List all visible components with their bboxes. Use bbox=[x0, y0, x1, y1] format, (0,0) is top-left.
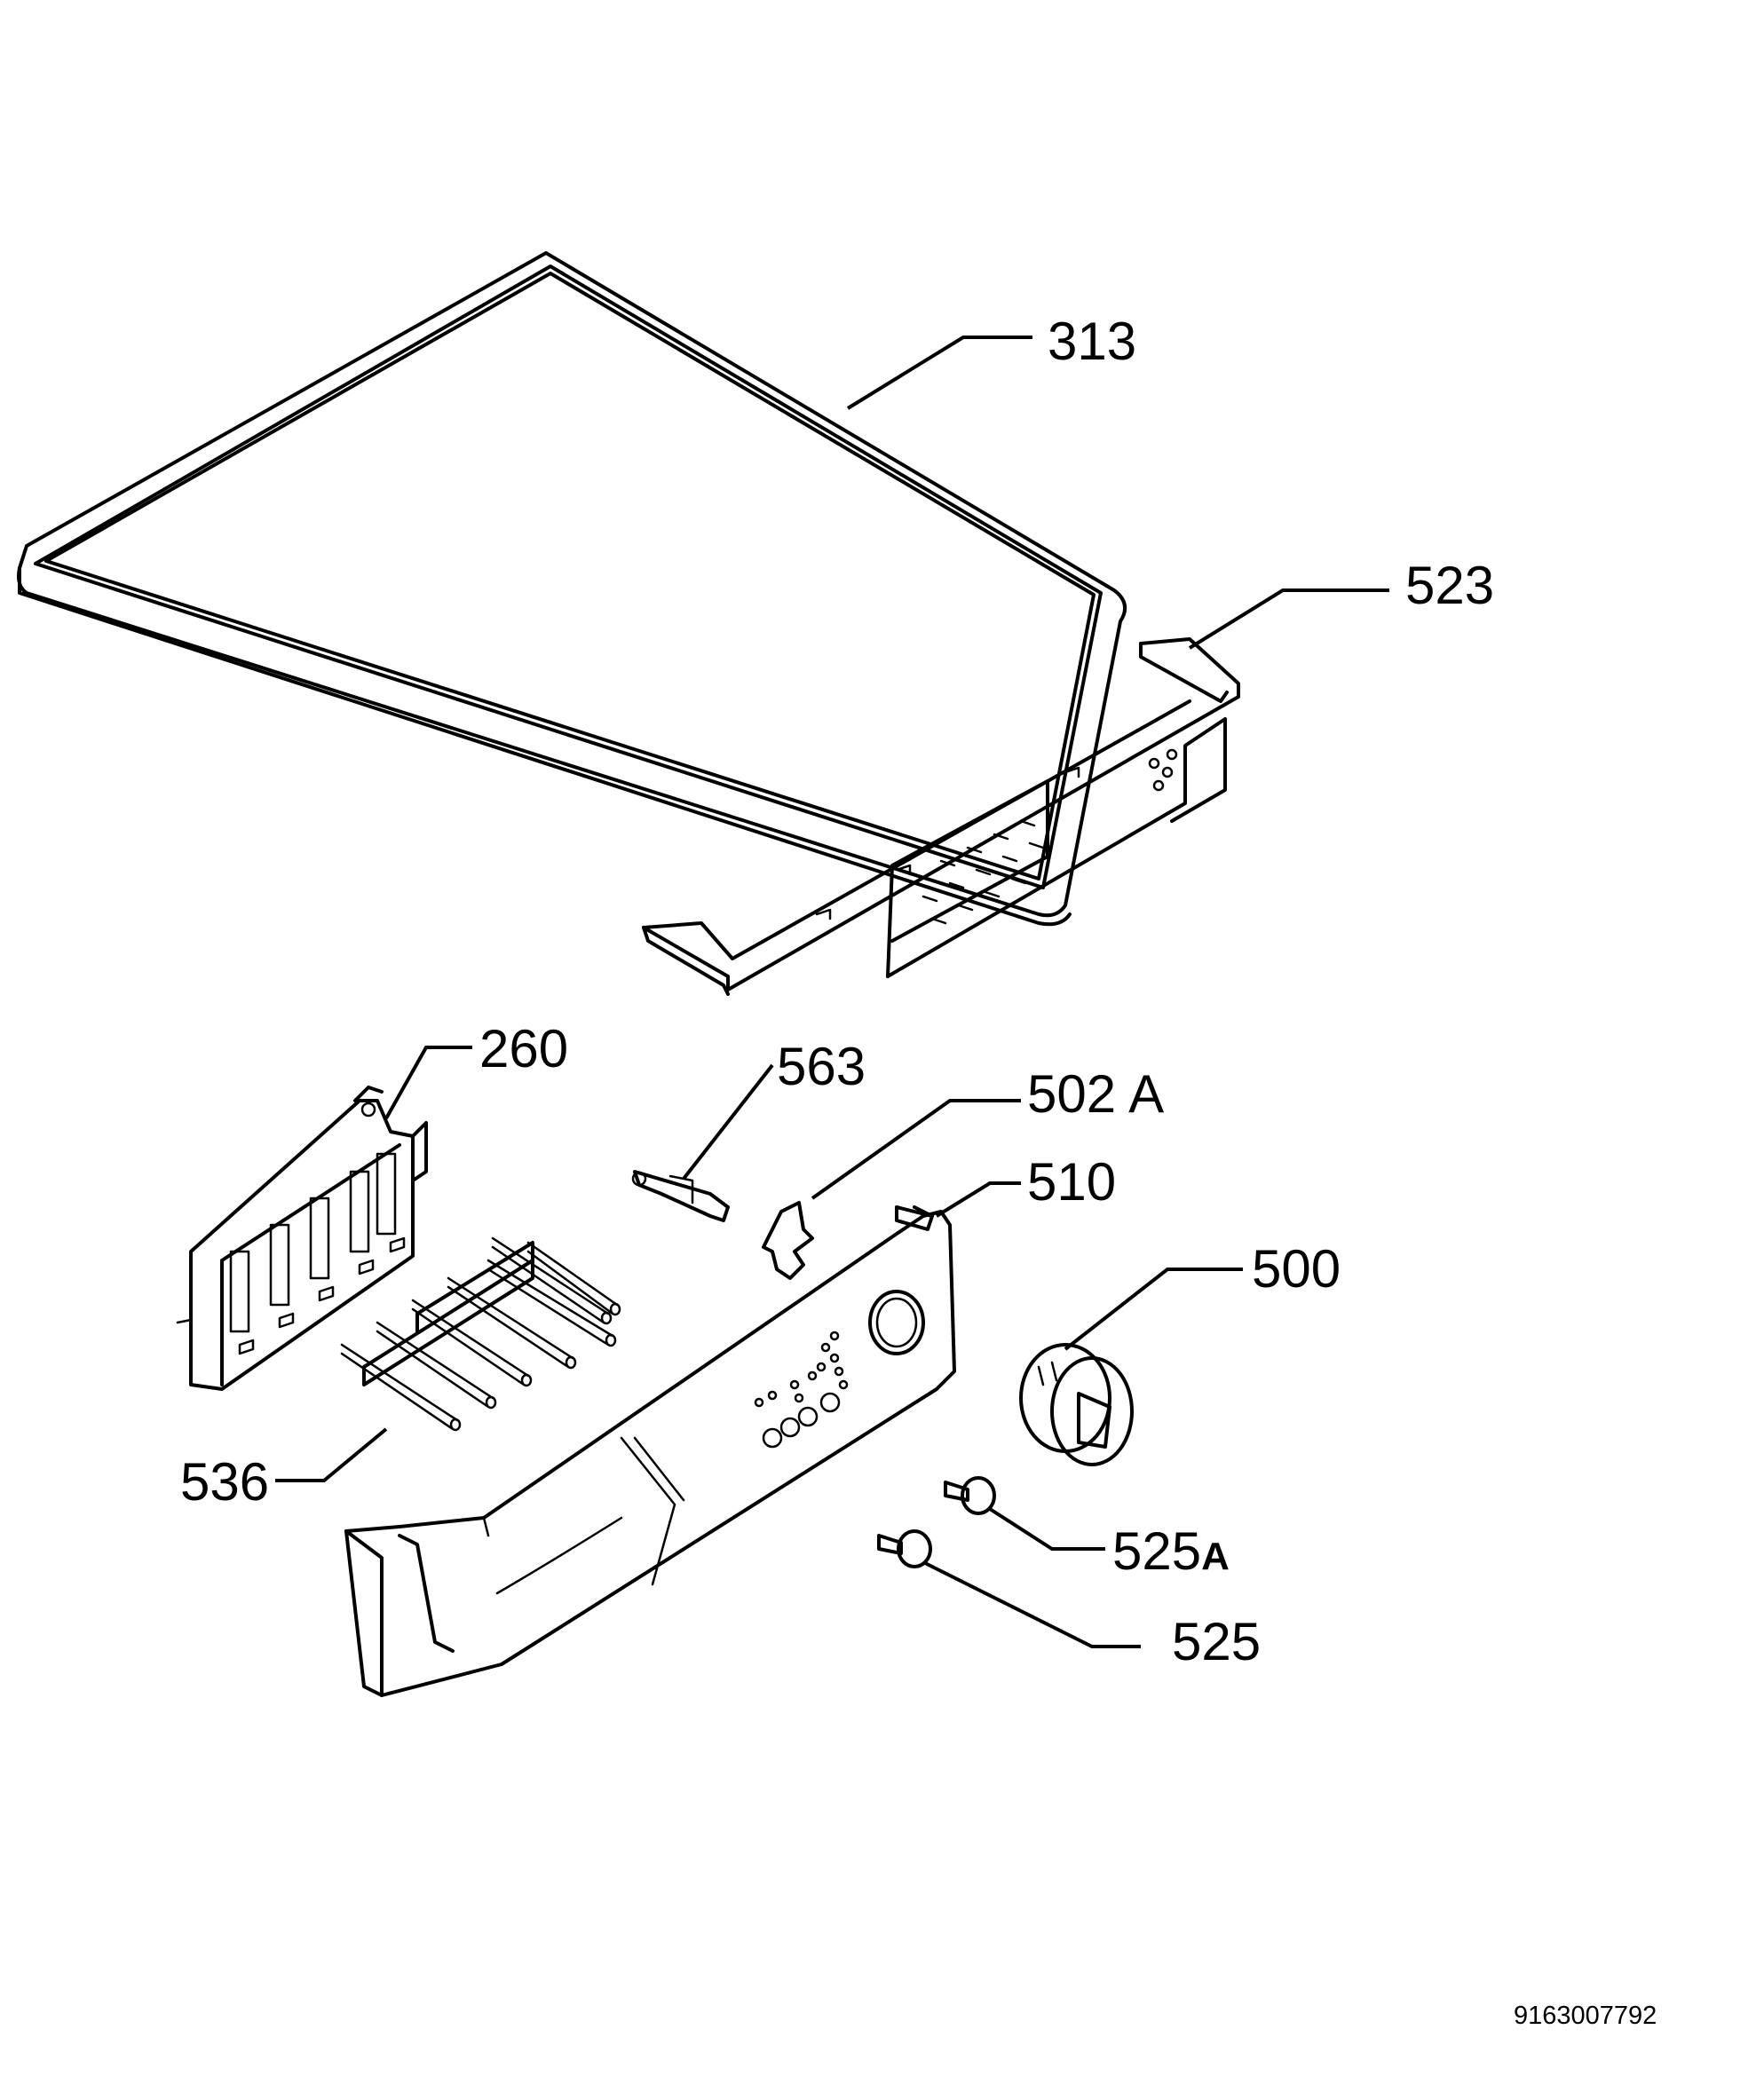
leader-525 bbox=[922, 1560, 1141, 1648]
callout-500: 500 bbox=[1252, 1239, 1341, 1299]
callout-502A-number: 502 bbox=[1027, 1064, 1116, 1124]
leader-313 bbox=[846, 336, 1032, 410]
callout-260: 260 bbox=[479, 1019, 568, 1078]
callout-525A-suffix: A bbox=[1201, 1535, 1230, 1578]
leader-510 bbox=[935, 1181, 1021, 1218]
callout-525A-number: 525 bbox=[1112, 1521, 1201, 1581]
callout-502A-suffix: A bbox=[1128, 1064, 1164, 1124]
leader-502A bbox=[811, 1099, 1021, 1200]
leader-563 bbox=[682, 1063, 774, 1181]
part-563-pin bbox=[631, 1170, 730, 1222]
part-525A-button bbox=[944, 1476, 996, 1515]
callout-536: 536 bbox=[180, 1452, 269, 1512]
part-536-push-rods bbox=[340, 1236, 621, 1432]
leader-525A bbox=[988, 1507, 1105, 1551]
leader-500 bbox=[1064, 1268, 1243, 1351]
part-500-knob bbox=[1019, 1343, 1134, 1466]
panel-buttons bbox=[754, 1331, 849, 1449]
callout-563: 563 bbox=[777, 1037, 866, 1096]
part-502A-clip bbox=[762, 1201, 814, 1280]
leader-260 bbox=[384, 1046, 472, 1119]
part-525-button bbox=[877, 1529, 932, 1568]
leader-523 bbox=[1188, 588, 1389, 650]
part-260-switch-block bbox=[176, 1086, 428, 1391]
callout-523: 523 bbox=[1405, 556, 1494, 615]
leader-lines bbox=[275, 336, 1389, 1648]
leader-536 bbox=[275, 1427, 388, 1482]
callout-510: 510 bbox=[1027, 1152, 1116, 1212]
part-523-control-bracket bbox=[642, 637, 1240, 996]
part-313-top-cover bbox=[17, 251, 1127, 927]
callout-313: 313 bbox=[1048, 312, 1136, 371]
callout-525A: 525A bbox=[1112, 1521, 1230, 1581]
callout-525: 525 bbox=[1172, 1612, 1261, 1671]
document-number: 9163007792 bbox=[1514, 2002, 1657, 2030]
part-510-control-panel bbox=[344, 1205, 956, 1697]
